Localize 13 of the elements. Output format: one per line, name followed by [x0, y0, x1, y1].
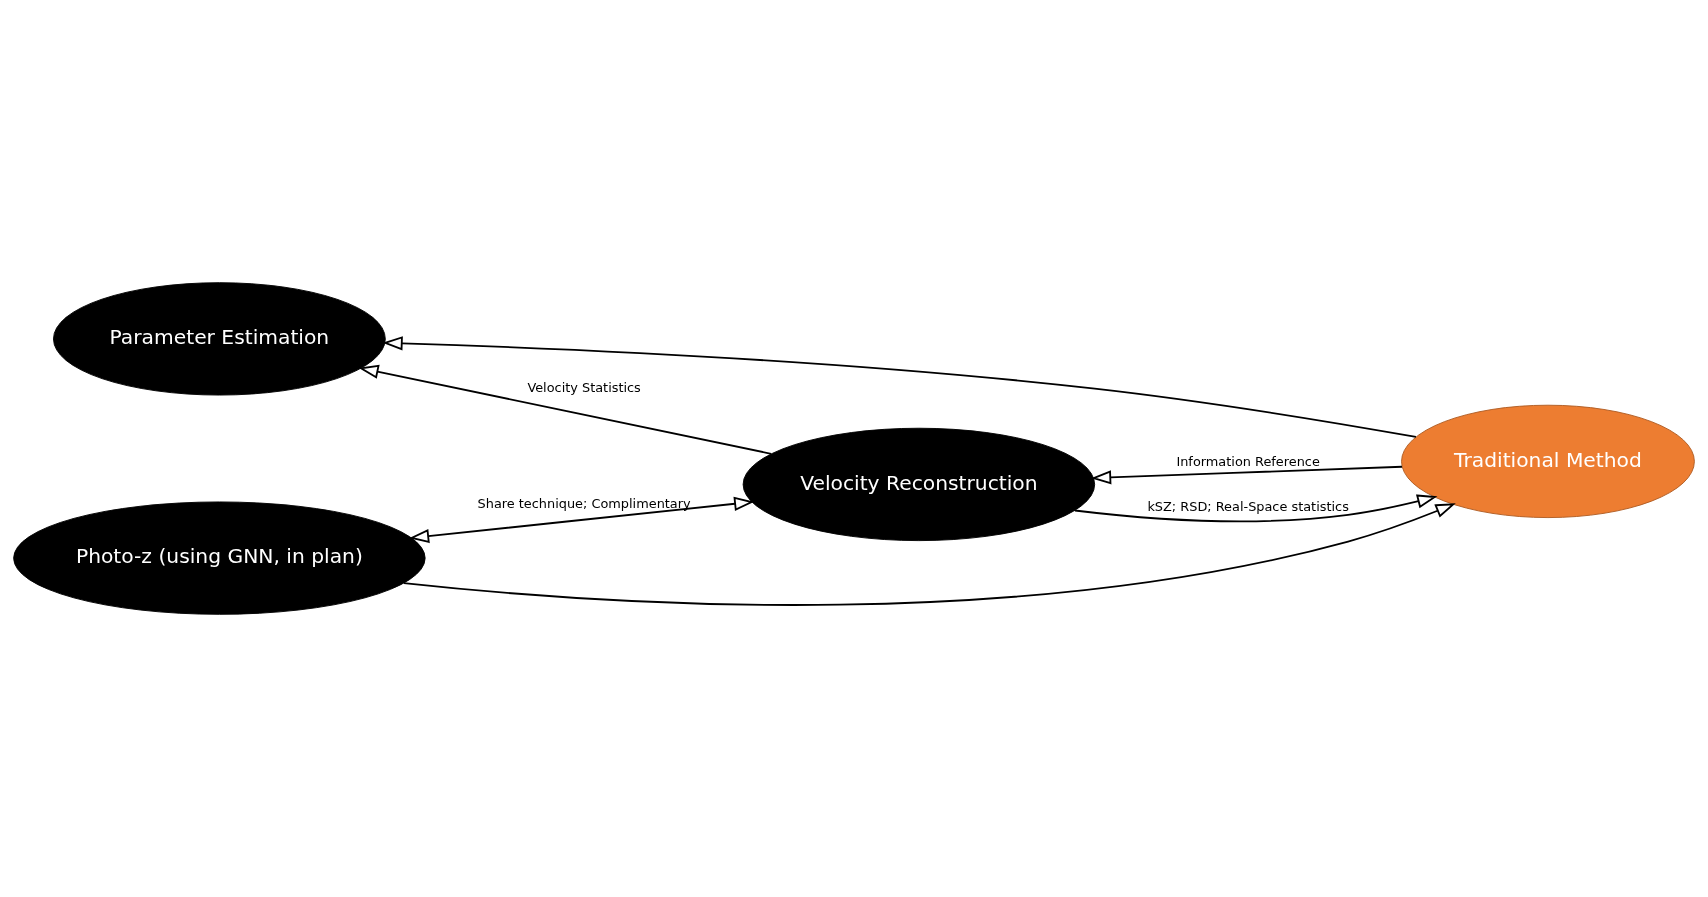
edge-label: Velocity Statistics — [527, 379, 641, 395]
arrow — [408, 496, 755, 544]
arrow — [358, 364, 773, 455]
arrow — [1073, 494, 1438, 523]
node-ellipse: Parameter Estimation — [53, 282, 386, 396]
edge-label: Share technique; Complimentary — [477, 495, 691, 511]
edge-label: Information Reference — [1176, 454, 1320, 470]
edge-label: kSZ; RSD; Real-Space statistics — [1147, 499, 1349, 515]
node-ellipse: Photo-z (using GNN, in plan) — [13, 501, 426, 615]
arrow — [1090, 465, 1403, 485]
arrow — [403, 503, 1456, 606]
node-ellipse: Velocity Reconstruction — [742, 427, 1096, 542]
arrow — [382, 336, 1417, 438]
